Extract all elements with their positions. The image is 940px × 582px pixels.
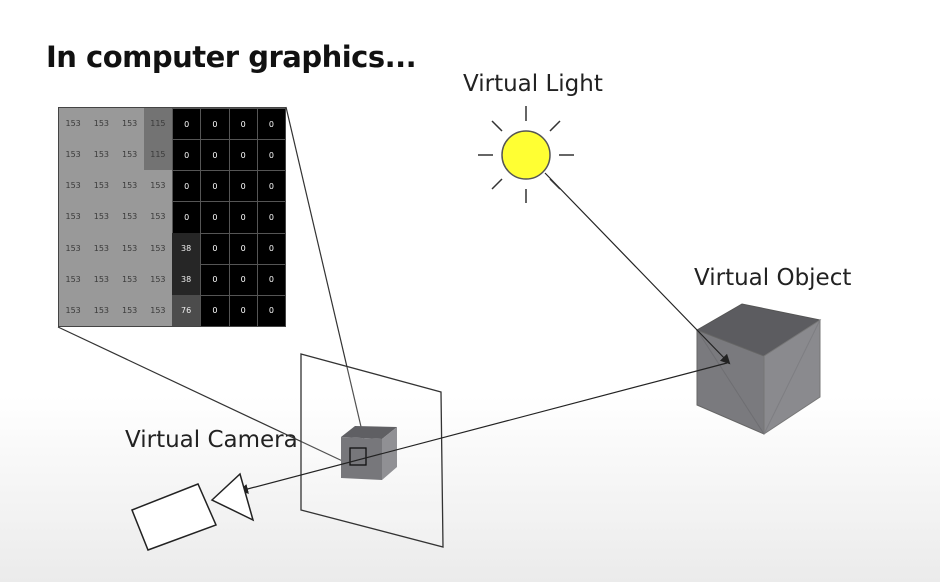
slide-title: In computer graphics... (46, 40, 417, 74)
pixel-cell: 153 (143, 232, 172, 264)
pixel-cell: 153 (87, 232, 116, 264)
light-ray (544, 172, 731, 365)
pixel-cell: 0 (200, 201, 229, 233)
pixel-cell: 153 (59, 108, 88, 140)
pixel-cell: 76 (172, 294, 201, 326)
pixel-cell: 153 (143, 170, 172, 202)
sun-ray-nw (491, 120, 503, 132)
sun-ray-ne (549, 120, 561, 132)
pixel-cell: 0 (256, 108, 285, 140)
pixel-cell: 38 (172, 232, 201, 264)
pixel-cell: 0 (228, 201, 257, 233)
pixel-cell: 115 (143, 139, 172, 171)
sun-disc (501, 130, 551, 180)
pixel-cell: 153 (87, 263, 116, 295)
pixel-cell: 0 (256, 201, 285, 233)
sun-ray-sw (491, 178, 503, 190)
pixel-cell: 153 (59, 294, 88, 326)
pixel-cell: 153 (59, 170, 88, 202)
pixel-highlight-box (349, 447, 367, 466)
pixel-cell: 0 (256, 170, 285, 202)
pixel-cell: 0 (172, 139, 201, 171)
pixel-cell: 0 (200, 263, 229, 295)
pixel-cell: 0 (172, 108, 201, 140)
pixel-cell: 0 (228, 232, 257, 264)
pixel-cell: 153 (59, 139, 88, 171)
pixel-cell: 153 (59, 263, 88, 295)
pixel-cell: 0 (256, 139, 285, 171)
virtual-object-label: Virtual Object (694, 265, 852, 291)
virtual-object-cube (695, 303, 822, 435)
projected-cube-top (341, 426, 397, 439)
pixel-cell: 153 (115, 108, 144, 140)
pixel-cell: 153 (87, 139, 116, 171)
pixel-cell: 0 (228, 108, 257, 140)
pixel-cell: 153 (87, 294, 116, 326)
pixel-cell: 153 (143, 201, 172, 233)
virtual-light-label: Virtual Light (463, 71, 603, 97)
pixel-cell: 153 (115, 294, 144, 326)
cube-edge-shade-2 (763, 319, 821, 435)
sun-ray-se (549, 178, 561, 190)
pixel-cell: 153 (87, 170, 116, 202)
pixel-cell: 0 (228, 263, 257, 295)
zoom-line-left (57, 326, 352, 466)
pixel-cell: 153 (115, 232, 144, 264)
camera-ray (238, 362, 728, 494)
pixel-cell: 153 (115, 170, 144, 202)
pixel-cell: 153 (59, 201, 88, 233)
pixel-cell: 153 (115, 201, 144, 233)
pixel-cell: 0 (200, 139, 229, 171)
pixel-cell: 38 (172, 263, 201, 295)
pixel-cell: 0 (200, 232, 229, 264)
camera-lens (210, 472, 255, 522)
pixel-cell: 0 (200, 294, 229, 326)
pixel-cell: 0 (172, 170, 201, 202)
pixel-cell: 0 (256, 294, 285, 326)
camera-body (131, 483, 218, 551)
camera-icon (131, 472, 255, 551)
pixel-cell: 0 (228, 294, 257, 326)
projected-cube-side (382, 427, 397, 480)
pixel-cell: 0 (228, 170, 257, 202)
pixel-cell: 153 (115, 263, 144, 295)
pixel-cell: 0 (256, 232, 285, 264)
cube-edge-shade (696, 329, 765, 435)
sun-icon (478, 106, 574, 203)
zoom-line-right (285, 106, 367, 449)
pixel-cell: 153 (143, 294, 172, 326)
pixel-cell: 115 (143, 108, 172, 140)
pixel-cell: 153 (59, 232, 88, 264)
pixel-cell: 153 (115, 139, 144, 171)
pixel-cell: 153 (87, 201, 116, 233)
virtual-camera-label: Virtual Camera (125, 427, 298, 453)
pixel-cell: 0 (256, 263, 285, 295)
pixel-cell: 0 (228, 139, 257, 171)
pixel-cell: 0 (200, 108, 229, 140)
pixel-cell: 153 (143, 263, 172, 295)
pixel-cell: 0 (200, 170, 229, 202)
pixel-cell: 153 (87, 108, 116, 140)
pixel-cell: 0 (172, 201, 201, 233)
